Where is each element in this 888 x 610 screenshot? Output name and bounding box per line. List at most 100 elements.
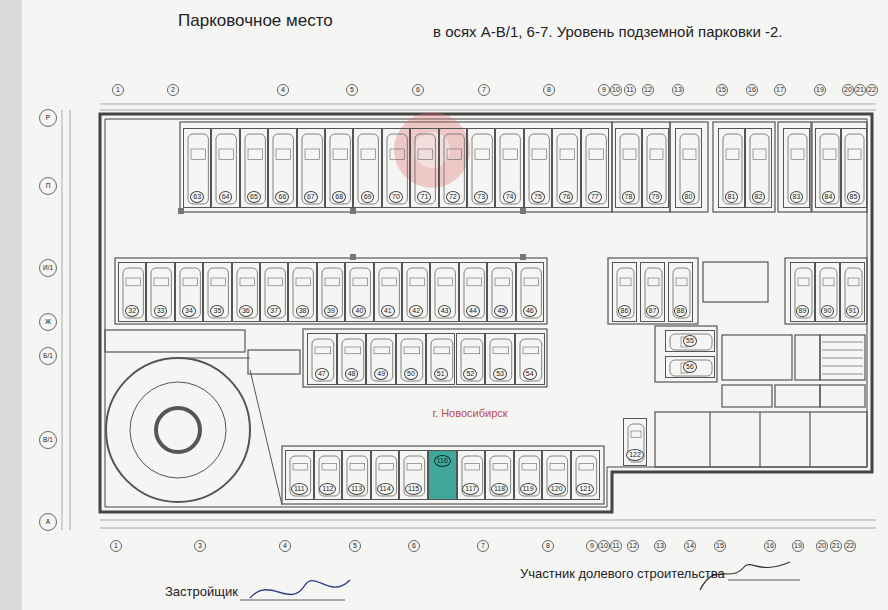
plan-g <box>62 104 876 530</box>
car-window <box>648 278 659 286</box>
car-window <box>353 278 367 286</box>
car-window <box>650 149 663 159</box>
space-number: 42 <box>409 305 423 317</box>
car-body <box>180 268 200 318</box>
plan-line <box>200 512 201 541</box>
plan-line <box>630 96 631 115</box>
parking-space: 80 <box>675 128 702 208</box>
parking-space: 120 <box>542 450 571 500</box>
car-body <box>330 134 350 204</box>
axis-label: 21 <box>832 542 840 550</box>
axis-bubble <box>715 541 726 552</box>
parking-space: 46 <box>516 262 544 322</box>
car-body <box>237 268 257 318</box>
car-window <box>798 278 809 286</box>
car-window <box>248 149 262 159</box>
car-window <box>493 347 509 354</box>
car-body <box>723 134 742 204</box>
car-window <box>350 464 365 471</box>
plan-line <box>285 512 286 541</box>
plan-line <box>355 512 356 541</box>
car-body <box>820 268 837 318</box>
car-window <box>503 149 517 159</box>
parking-space: 89 <box>790 262 815 322</box>
car-body <box>750 134 769 204</box>
car-body <box>845 134 864 204</box>
car-window <box>407 464 422 471</box>
car-window <box>315 347 331 354</box>
parking-space: 32 <box>118 262 146 322</box>
axis-bubble <box>40 314 57 331</box>
plan-line <box>836 512 837 541</box>
axis-bubble <box>478 541 489 552</box>
parking-space: 65 <box>240 128 268 208</box>
parking-space: 91 <box>840 262 865 322</box>
axis-label: 21 <box>856 86 864 94</box>
car-window <box>522 464 537 471</box>
axis-bubble <box>587 541 598 552</box>
parking-space: 42 <box>402 262 430 322</box>
car-body <box>401 339 423 381</box>
axis-bubble <box>409 541 420 552</box>
car-window <box>305 149 319 159</box>
axis-label: 15 <box>716 542 724 550</box>
parking-space: 111 <box>285 450 314 500</box>
plan-line <box>173 96 174 115</box>
space-number: 54 <box>523 368 537 380</box>
space-number: 65 <box>247 191 261 203</box>
axis-bubble <box>111 541 122 552</box>
axis-label: 5 <box>350 86 354 94</box>
car-window <box>126 278 140 286</box>
parking-space: 74 <box>495 128 523 208</box>
plan-line <box>722 96 723 115</box>
axis-bubble <box>685 541 696 552</box>
plan-g <box>100 114 872 512</box>
plan-line <box>100 528 876 529</box>
space-number: 39 <box>324 305 338 317</box>
plan-line <box>57 356 101 357</box>
space-number: 35 <box>210 305 224 317</box>
axis-label: 9 <box>590 542 594 550</box>
space-number: 84 <box>822 191 836 203</box>
axis-label: 4 <box>283 542 287 550</box>
plan-line <box>648 96 649 115</box>
car-body <box>371 339 393 381</box>
axis-label: 16 <box>766 542 774 550</box>
plan-line <box>178 358 250 359</box>
parking-space: 52 <box>456 333 486 385</box>
parking-space: 86 <box>612 262 637 322</box>
axis-bubble <box>413 85 424 96</box>
plan-line <box>759 412 760 467</box>
plan-line <box>780 96 781 115</box>
car-window <box>620 278 631 286</box>
plan-line <box>549 96 550 115</box>
car-body <box>379 268 399 318</box>
space-number: 63 <box>190 191 204 203</box>
car-window <box>631 431 641 437</box>
space-number: 70 <box>389 191 403 203</box>
space-number: 37 <box>267 305 281 317</box>
parking-space: 40 <box>345 262 373 322</box>
car-body <box>435 268 455 318</box>
plan-rect <box>22 0 888 610</box>
space-number: 69 <box>361 191 375 203</box>
plan-circle <box>414 132 450 168</box>
note: в осях А-В/1, 6-7. Уровень подземной пар… <box>433 24 782 41</box>
parking-space: 76 <box>552 128 580 208</box>
parking-space: 66 <box>268 128 296 208</box>
space-number: 67 <box>304 191 318 203</box>
axis-label: 22 <box>868 86 876 94</box>
car-body <box>788 134 807 204</box>
car-window <box>296 278 310 286</box>
plan-rect <box>282 446 604 504</box>
car-window <box>240 278 254 286</box>
space-number: 48 <box>345 368 359 380</box>
parking-space: 51 <box>426 333 456 385</box>
car-body <box>521 268 541 318</box>
parking-space: 117 <box>457 450 486 500</box>
axis-bubble <box>793 541 804 552</box>
axis-bubble <box>40 348 57 365</box>
parking-space: 79 <box>642 128 669 208</box>
space-number: 118 <box>491 483 508 495</box>
space-number: 113 <box>348 483 365 495</box>
